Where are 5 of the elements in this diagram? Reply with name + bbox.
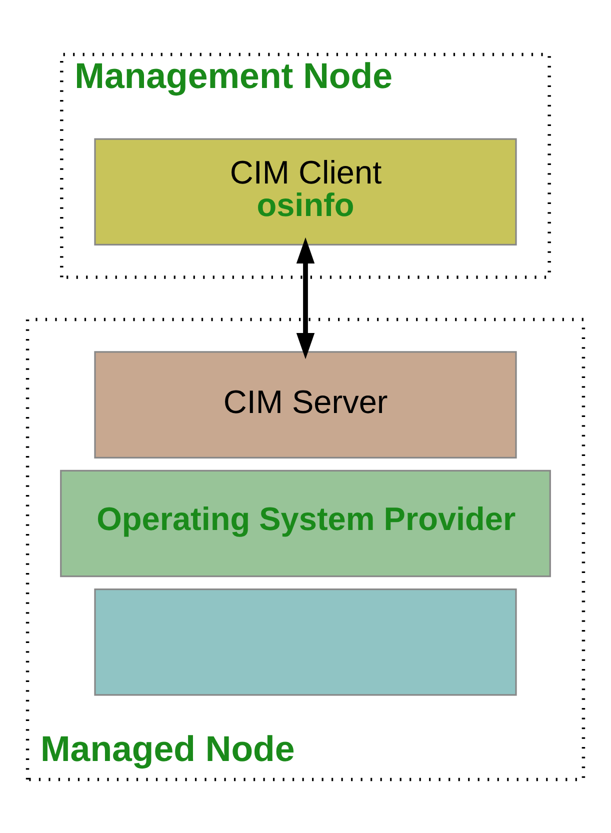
node-box: CIM Client osinfo xyxy=(94,138,517,245)
node-box: Operating System Provider xyxy=(60,469,551,577)
arrow xyxy=(296,236,315,359)
node-box xyxy=(94,588,517,696)
node-box: CIM Server xyxy=(94,350,517,458)
